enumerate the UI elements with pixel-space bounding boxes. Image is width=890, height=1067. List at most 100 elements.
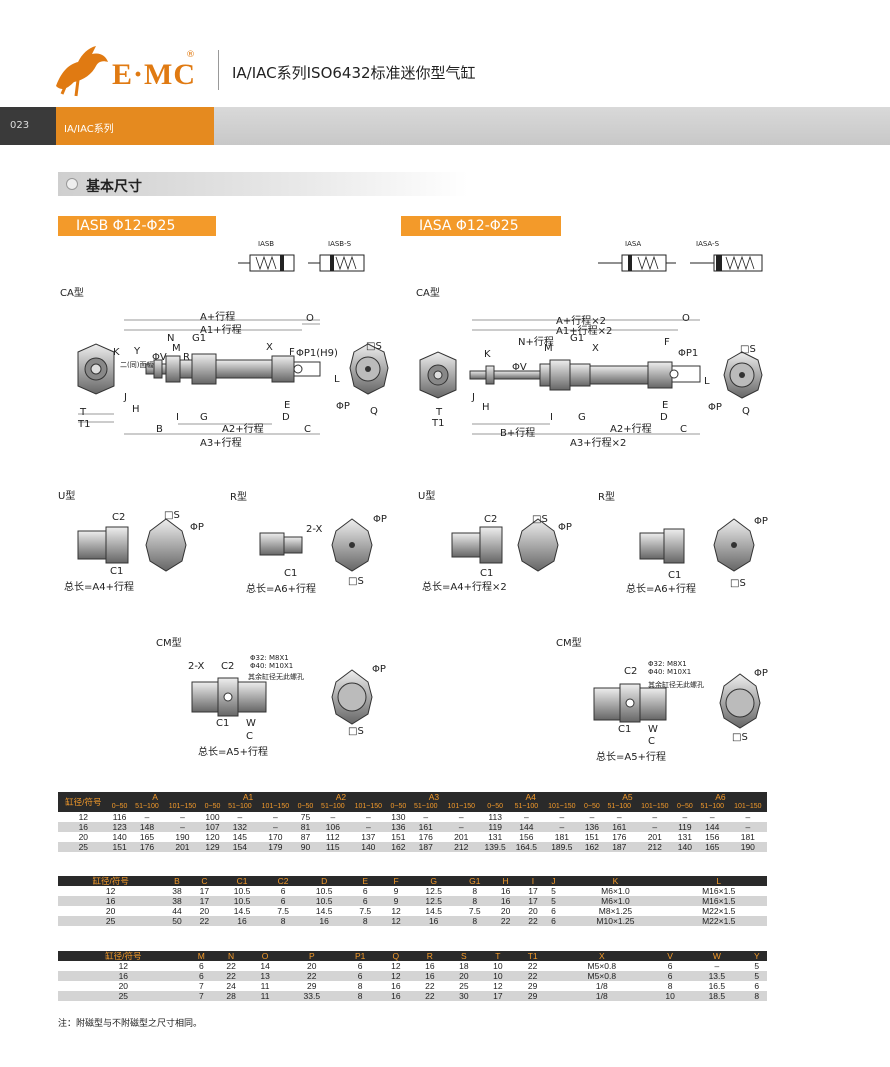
table-cell: 10.5 — [300, 896, 349, 906]
table-cell: 181 — [728, 832, 767, 842]
table-cell: 116 — [108, 812, 131, 822]
left-cm-label: CM型 — [156, 638, 182, 649]
left-r-label: R型 — [230, 492, 247, 503]
table-cell: 148 — [130, 822, 164, 832]
dim-a3: A3+行程 — [200, 438, 242, 449]
table-cell: 12 — [378, 961, 413, 971]
r-dim-q: Q — [742, 406, 750, 417]
table-group-header: A2 — [294, 792, 388, 802]
table-cell: 137 — [349, 832, 388, 842]
dim-a2: A2+行程 — [222, 424, 264, 435]
table-cell: – — [130, 812, 164, 822]
left-ca-label: CA型 — [60, 288, 84, 299]
table-cell: 8 — [457, 886, 492, 896]
table-cell: – — [256, 812, 295, 822]
table-subheader: 0~50 — [387, 802, 410, 812]
dim-n: N — [167, 333, 175, 344]
table-group-header: A — [108, 792, 202, 802]
table-cell: – — [223, 812, 257, 822]
table-cell: 8 — [265, 916, 301, 926]
r-dim-g: G — [578, 412, 586, 423]
table-cell: 187 — [409, 842, 443, 852]
table-cell: 20 — [58, 981, 189, 991]
table-cell: 189.5 — [542, 842, 581, 852]
table-cell: M10×1.25 — [560, 916, 671, 926]
table-cell: 129 — [201, 842, 224, 852]
table-subheader: 0~50 — [108, 802, 131, 812]
r-dim-s: □S — [740, 344, 756, 355]
table-cell: 11 — [248, 991, 283, 1001]
table-cell: M5×0.8 — [550, 971, 654, 981]
table-cell: 6 — [348, 886, 383, 896]
r-dim-l: L — [704, 376, 710, 387]
table-cell: 12 — [480, 981, 515, 991]
brand-logo-text: E·MC — [112, 58, 196, 91]
table-cell: 22 — [214, 961, 249, 971]
table-header: T — [480, 951, 515, 961]
table-cell: – — [349, 812, 388, 822]
table-cell: 136 — [387, 822, 410, 832]
table-cell: 6 — [546, 906, 561, 916]
table-cell: 16 — [378, 981, 413, 991]
table-cell: 20 — [446, 971, 481, 981]
right-symbol-label-2: IASA-S — [696, 240, 720, 248]
r-dim-t1: T1 — [432, 418, 445, 429]
table-cell: 9 — [382, 896, 410, 906]
table-cell: 20 — [491, 906, 520, 916]
table-cell: 14 — [248, 961, 283, 971]
table-cell: 16 — [409, 916, 458, 926]
dim-e: E — [284, 400, 291, 411]
rcm-total: 总长=A5+行程 — [596, 752, 666, 763]
table-cell: 8 — [457, 916, 492, 926]
table-header: B — [163, 876, 191, 886]
table-cell: 179 — [256, 842, 295, 852]
table-cell: 7 — [188, 991, 215, 1001]
table-cell: – — [542, 822, 581, 832]
table-cell: – — [163, 812, 202, 822]
table-cell: 130 — [387, 812, 410, 822]
table-cell: 176 — [409, 832, 443, 842]
right-cm-label: CM型 — [556, 638, 582, 649]
table-subheader: 51~100 — [223, 802, 257, 812]
table-cell: 16 — [58, 971, 189, 981]
rr-c1: C1 — [668, 570, 682, 581]
table-cell: 6 — [265, 896, 301, 906]
table-cell: 6 — [188, 971, 215, 981]
table-cell: 22 — [514, 961, 551, 971]
table-cell: – — [509, 812, 543, 822]
right-u-label: U型 — [418, 491, 436, 502]
rcm-p: ΦP — [754, 668, 768, 679]
table-cell: 107 — [201, 822, 224, 832]
table-cell: 6 — [546, 916, 561, 926]
lcm-x: 2-X — [188, 661, 205, 672]
table-header: K — [560, 876, 671, 886]
table-subheader: 51~100 — [130, 802, 164, 812]
table-cell: 20 — [282, 961, 342, 971]
table-header: M — [188, 951, 215, 961]
table-cell: 181 — [542, 832, 581, 842]
table-cell: 25 — [446, 981, 481, 991]
table-header: P1 — [341, 951, 379, 961]
table-cell: – — [695, 812, 729, 822]
dim-p: ΦP — [336, 401, 350, 412]
table-cell: – — [728, 812, 767, 822]
r-dim-a1: A1+行程×2 — [556, 326, 613, 337]
rcm-w: W — [648, 724, 658, 735]
table-cell: 14.5 — [300, 906, 349, 916]
dim-a1: A1+行程 — [200, 325, 242, 336]
rcm-thread-note: 其余缸径无此螺孔 — [648, 681, 704, 689]
table-cell: 20 — [190, 906, 219, 916]
dim-l: L — [334, 374, 340, 385]
table-header: C2 — [265, 876, 301, 886]
rr-p: ΦP — [754, 516, 768, 527]
rcm-s: □S — [732, 732, 748, 743]
table-header: I — [519, 876, 547, 886]
table-cell: 24 — [214, 981, 249, 991]
table-cell: 176 — [130, 842, 164, 852]
page-title: IA/IAC系列ISO6432标准迷你型气缸 — [232, 64, 476, 82]
table-cell: 16 — [412, 971, 447, 981]
table-cell: M6×1.0 — [560, 896, 671, 906]
